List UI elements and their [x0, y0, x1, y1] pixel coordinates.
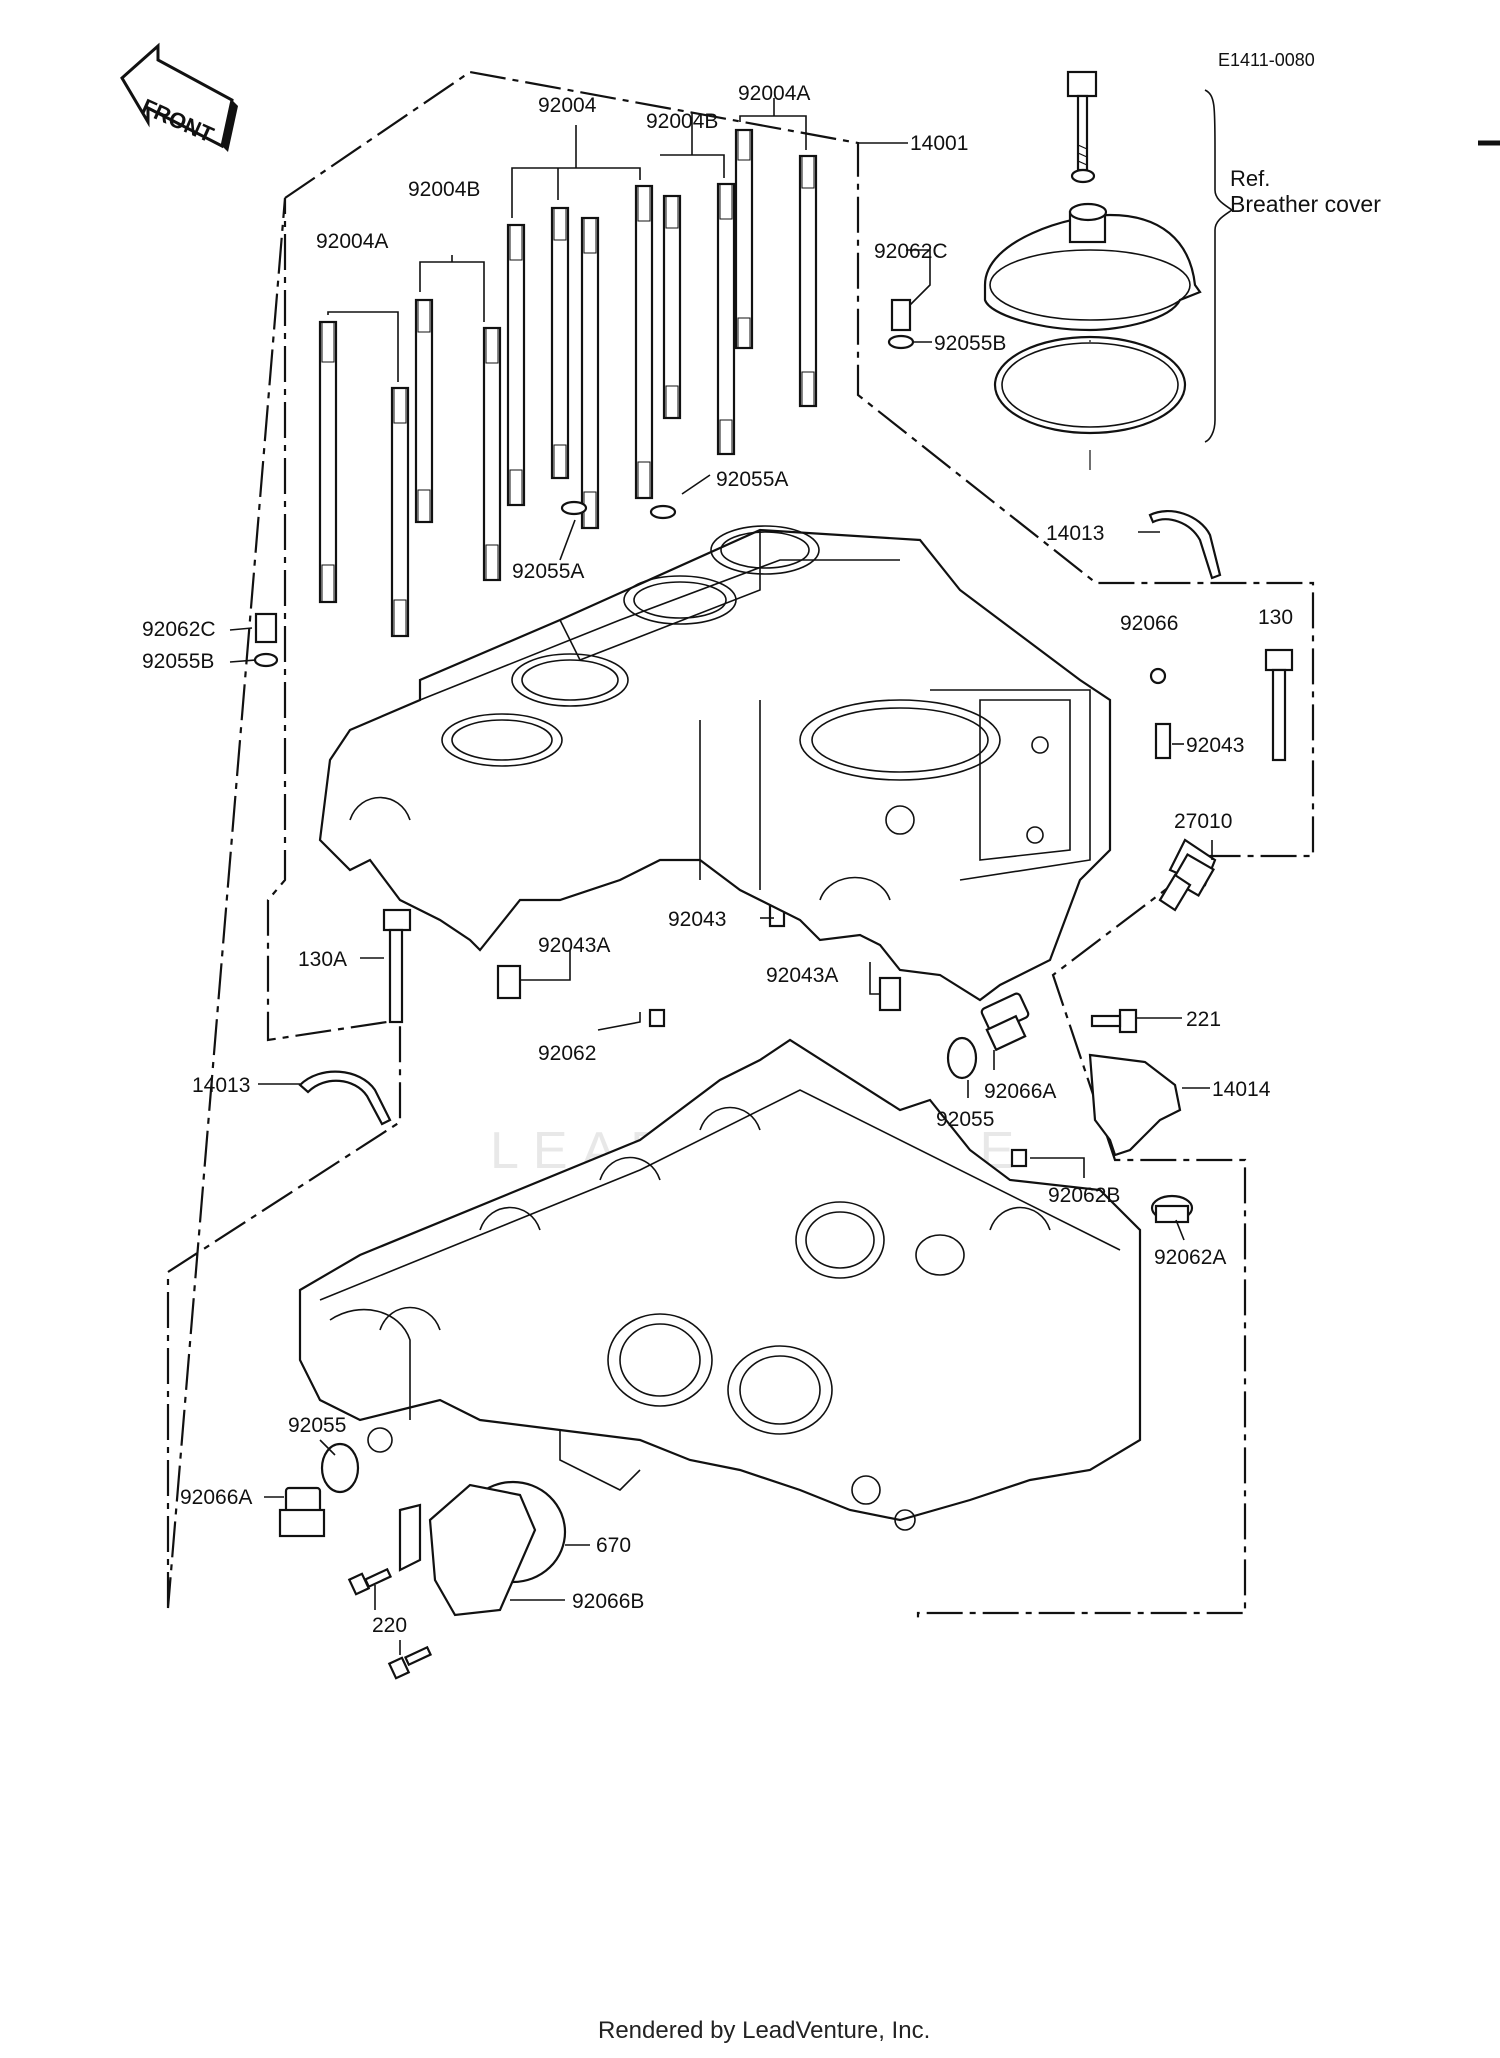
- breather-washer-icon: [1070, 168, 1096, 184]
- screw-icon: [1090, 1008, 1138, 1034]
- dowel-pin-icon: [890, 298, 912, 332]
- stud-bolt-icon: [414, 298, 434, 524]
- screw-icon: [387, 1645, 433, 1680]
- gasket-ring-icon: [320, 1442, 360, 1494]
- callout-92055a-left: 92055A: [512, 560, 584, 583]
- dowel-pin-icon: [878, 976, 902, 1012]
- upper-crankcase-icon: [318, 525, 1112, 1002]
- stud-bolt-icon: [506, 223, 526, 507]
- callout-92055-left: 92055: [288, 1414, 346, 1437]
- stud-bolt-icon: [550, 206, 570, 480]
- bolt-icon: [382, 908, 412, 1024]
- callout-92055b-top: 92055B: [934, 332, 1006, 355]
- callout-130a: 130A: [298, 948, 347, 971]
- o-ring-icon: [649, 504, 677, 520]
- drain-plug-icon: [278, 1486, 326, 1538]
- callout-14013-left: 14013: [192, 1074, 250, 1097]
- callout-27010: 27010: [1174, 810, 1232, 833]
- breather-gasket-icon: [993, 335, 1187, 435]
- callout-92062c-top: 92062C: [874, 240, 948, 263]
- callout-92062: 92062: [538, 1042, 596, 1065]
- stud-bolt-icon: [662, 194, 682, 420]
- callout-92004b-left: 92004B: [408, 178, 480, 201]
- stud-bolt-icon: [798, 154, 818, 408]
- stud-leader-lines: [327, 98, 807, 382]
- stud-bolts-group: [318, 128, 818, 638]
- dowel-pin-icon: [1154, 722, 1172, 760]
- sensor-switch-icon: [1158, 838, 1217, 912]
- stud-bolt-icon: [734, 128, 754, 350]
- callout-92004b-top: 92004B: [646, 110, 718, 133]
- breather-bolt-icon: [1066, 70, 1098, 172]
- plug-icon: [1010, 1148, 1028, 1168]
- callout-14001: 14001: [910, 132, 968, 155]
- stud-bolt-icon: [580, 216, 600, 530]
- breather-bracket: [1204, 89, 1234, 443]
- breather-cover-title: Breather cover: [1230, 191, 1381, 217]
- callout-14014: 14014: [1212, 1078, 1271, 1101]
- front-arrow-icon: FRONT: [120, 42, 238, 152]
- o-ring-icon: [887, 334, 915, 350]
- footer-credit: Rendered by LeadVenture, Inc.: [598, 2017, 930, 2044]
- plug-icon: [648, 1008, 666, 1028]
- callout-92066: 92066: [1120, 612, 1178, 635]
- stud-bolt-icon: [390, 386, 410, 638]
- stud-bolt-icon: [318, 320, 338, 604]
- callout-92055a-mid: 92055A: [716, 468, 788, 491]
- callout-92055b-left: 92055B: [142, 650, 214, 673]
- callout-92066a-left: 92066A: [180, 1486, 252, 1509]
- callout-92066b: 92066B: [572, 1590, 644, 1613]
- gasket-ring-icon: [946, 1036, 978, 1080]
- plug-icon: [1150, 1194, 1194, 1224]
- callout-92062c-left: 92062C: [142, 618, 216, 641]
- cover-plate-icon: [1088, 1053, 1182, 1157]
- callout-92004a-top: 92004A: [738, 82, 810, 105]
- stud-bolt-icon: [716, 182, 736, 456]
- lower-crankcase-icon: [298, 1038, 1142, 1531]
- callout-14013-top: 14013: [1046, 522, 1104, 545]
- callout-92062b: 92062B: [1048, 1184, 1120, 1207]
- screw-icon: [347, 1567, 393, 1596]
- callout-92062a: 92062A: [1154, 1246, 1226, 1269]
- diagram-code: E1411-0080: [1218, 50, 1315, 70]
- callout-92066a-mid: 92066A: [984, 1080, 1056, 1103]
- ref-label: Ref.: [1230, 166, 1270, 191]
- upper-case-boundary: [166, 70, 1315, 1620]
- o-ring-icon: [253, 652, 279, 668]
- stud-bolt-icon: [634, 184, 654, 500]
- oil-screen-cover-icon: [428, 1483, 537, 1617]
- callout-92055-mid: 92055: [936, 1108, 994, 1131]
- half-ring-icon: [298, 1070, 392, 1126]
- callout-221: 221: [1186, 1008, 1221, 1031]
- half-ring-icon: [1148, 510, 1222, 580]
- plug-icon: [1149, 667, 1167, 685]
- callout-leaders: [229, 142, 1213, 1655]
- callout-92004: 92004: [538, 94, 597, 117]
- bolt-icon: [1264, 648, 1294, 762]
- callout-670: 670: [596, 1534, 631, 1557]
- dowel-pin-icon: [496, 964, 522, 1000]
- breather-cover-icon: [983, 202, 1202, 332]
- bracket-icon: [398, 1503, 422, 1572]
- stud-bolt-icon: [482, 326, 502, 582]
- callout-92004a-left: 92004A: [316, 230, 388, 253]
- callout-92043a-mid: 92043A: [766, 964, 838, 987]
- dowel-pin-icon: [254, 612, 278, 644]
- callout-92043a-left: 92043A: [538, 934, 610, 957]
- callout-92043-right: 92043: [1186, 734, 1244, 757]
- callout-130: 130: [1258, 606, 1293, 629]
- drain-plug-icon: [980, 992, 1030, 1052]
- o-ring-icon: [560, 500, 588, 516]
- callout-92043-mid: 92043: [668, 908, 726, 931]
- callout-220: 220: [372, 1614, 407, 1637]
